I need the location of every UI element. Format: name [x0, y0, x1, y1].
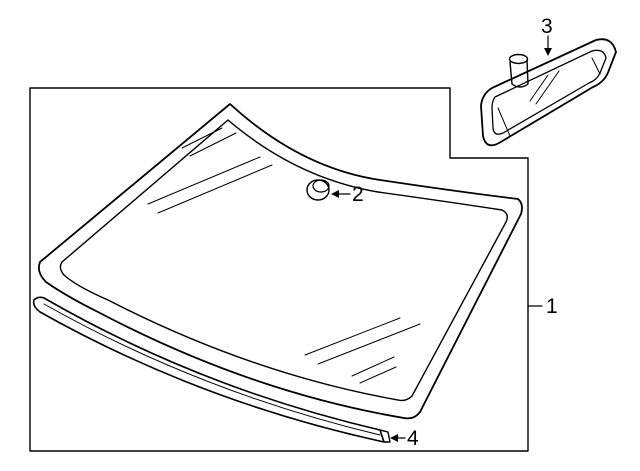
callout-2-label: 2: [352, 183, 364, 206]
callout-3-arrowhead: [544, 48, 552, 56]
rearview-mirror[interactable]: [480, 38, 617, 147]
diagram-frame: [29, 87, 529, 452]
windshield-glass[interactable]: [37, 103, 523, 420]
callout-4-label: 4: [407, 427, 419, 450]
callout-4-arrowhead: [390, 434, 398, 442]
callout-3-label: 3: [541, 15, 553, 38]
callout-2-arrowhead: [331, 190, 339, 198]
lower-molding[interactable]: [32, 296, 391, 443]
callout-1-label: 1: [546, 295, 558, 318]
mirror-bracket[interactable]: [306, 179, 330, 201]
